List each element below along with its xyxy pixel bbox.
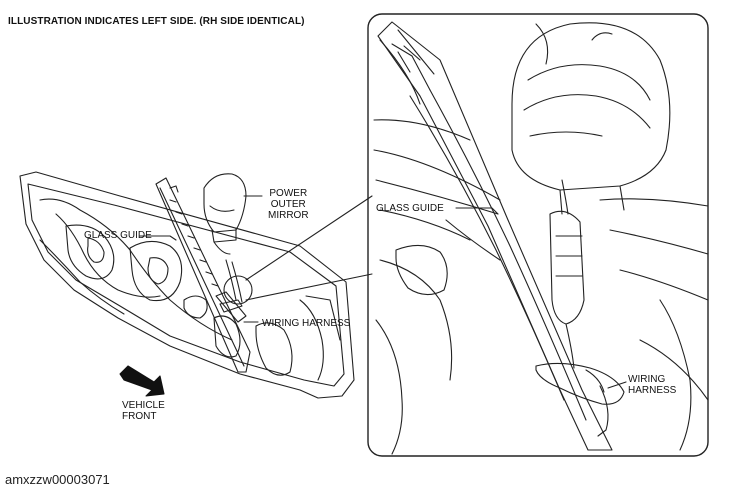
door-diagram — [19, 13, 709, 457]
detail-harness-loop — [535, 362, 625, 405]
vehicle-front-arrow — [119, 365, 165, 397]
mirror-housing — [203, 173, 247, 233]
glass-guide-rail — [155, 177, 251, 373]
detail-glass-guide-rail — [377, 21, 613, 451]
label-vehicle-front: VEHICLE FRONT — [122, 400, 165, 422]
wiring-harness-bundle — [215, 291, 247, 323]
label-glass-guide-detail: GLASS GUIDE — [376, 203, 444, 214]
door-overview — [19, 171, 373, 399]
detail-harness-clip — [549, 210, 585, 325]
detail-view — [373, 21, 709, 455]
image-id: amxzzw00003071 — [5, 472, 110, 487]
detail-frame — [367, 13, 709, 457]
label-glass-guide-left: GLASS GUIDE — [84, 230, 152, 241]
illustration-note: ILLUSTRATION INDICATES LEFT SIDE. (RH SI… — [8, 16, 305, 27]
door-panel — [19, 171, 355, 399]
label-wiring-harness-detail: WIRING HARNESS — [628, 374, 677, 396]
label-power-outer-mirror: POWER OUTER MIRROR — [268, 188, 309, 221]
detail-mirror-shell — [511, 22, 671, 191]
label-wiring-harness-left: WIRING HARNESS — [262, 318, 351, 329]
